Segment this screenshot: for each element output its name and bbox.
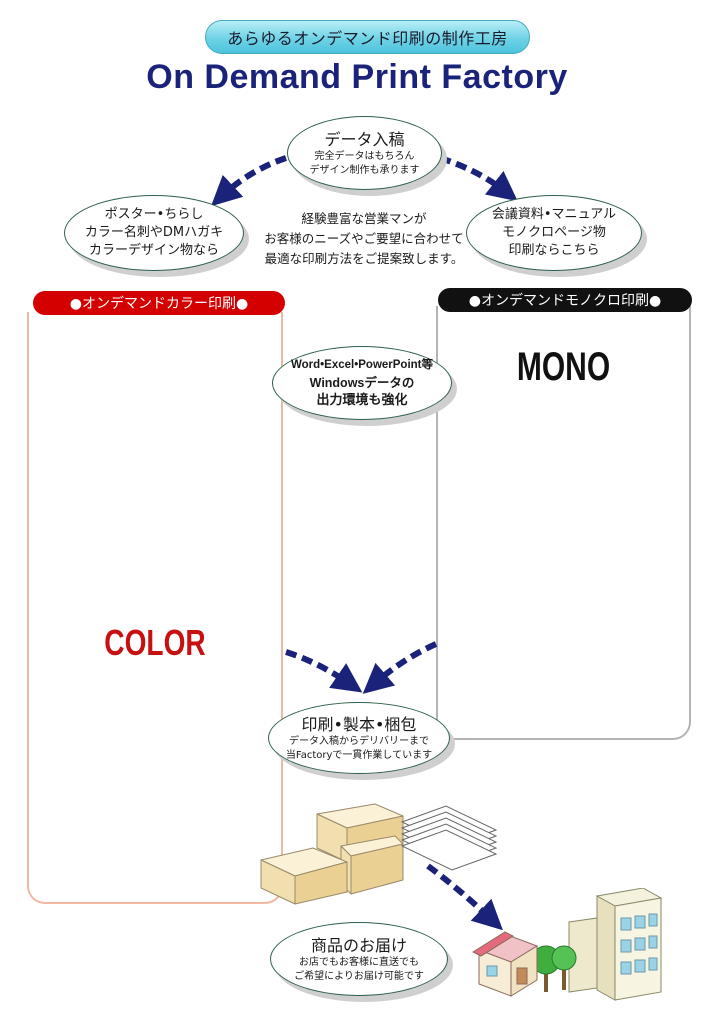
color-products-line-2: カラー名刺やDMハガキ: [84, 225, 224, 240]
sales-proposal-line-1: 経験豊富な営業マンが: [301, 211, 427, 226]
delivery-bubble: 商品のお届け お店でもお客様に直送でも ご希望によりお届け可能です: [270, 922, 448, 996]
mono-print-header: ●オンデマンドモノクロ印刷●: [438, 288, 692, 312]
delivery-title: 商品のお届け: [310, 935, 407, 955]
print-binding-line-2: 当Factoryで一貫作業しています: [285, 749, 433, 761]
color-label: COLOR: [104, 622, 206, 663]
package-boxes-icon: [260, 803, 404, 905]
print-binding-title: 印刷•製本•梱包: [301, 714, 417, 734]
print-binding-bubble: 印刷•製本•梱包 データ入稿からデリバリーまで 当Factoryで一貫作業してい…: [268, 702, 450, 774]
data-entry-title: データ入稿: [324, 129, 405, 149]
color-print-header-text: ●オンデマンドカラー印刷●: [69, 296, 249, 312]
paper-stack-icon: [400, 805, 498, 871]
data-entry-line-1: 完全データはもちろん: [314, 150, 415, 162]
color-print-header: ●オンデマンドカラー印刷●: [33, 291, 285, 315]
delivery-scene: [471, 888, 663, 1001]
windows-output-bubble: Word•Excel•PowerPoint等 Windowsデータの 出力環境も…: [272, 346, 452, 420]
arrow-to-right-bubble: [439, 155, 518, 202]
mono-print-panel: [436, 306, 691, 740]
delivery-line-1: お店でもお客様に直送でも: [299, 956, 419, 968]
windows-output-line-2: Windowsデータの: [309, 376, 415, 390]
tree-icon: [531, 945, 577, 992]
tagline-text: あらゆるオンデマンド印刷の制作工房: [227, 29, 508, 48]
data-entry-line-2: デザイン制作も承ります: [309, 164, 420, 176]
sales-proposal-line-2: お客様のニーズやご要望に合わせて: [264, 231, 464, 246]
sales-proposal-line-3: 最適な印刷方法をご提案致します。: [264, 251, 464, 266]
mono-products-bubble: 会議資料•マニュアル モノクロページ物 印刷ならこちら: [466, 195, 642, 271]
color-products-line-1: ポスター•ちらし: [104, 207, 204, 222]
data-entry-bubble: データ入稿 完全データはもちろん デザイン制作も承ります: [287, 116, 442, 190]
arrow-mono-to-print: [362, 641, 438, 694]
windows-output-line-3: 出力環境も強化: [316, 393, 408, 408]
sales-proposal-text: 経験豊富な営業マンが お客様のニーズやご要望に合わせて 最適な印刷方法をご提案致…: [244, 209, 484, 269]
mono-products-line-3: 印刷ならこちら: [508, 243, 600, 258]
mono-print-header-text: ●オンデマンドモノクロ印刷●: [468, 293, 662, 309]
windows-output-line-1: Word•Excel•PowerPoint等: [290, 359, 434, 371]
mono-products-line-1: 会議資料•マニュアル: [491, 207, 617, 222]
arrow-to-left-bubble: [211, 155, 287, 207]
mono-label: MONO: [516, 345, 611, 389]
delivery-line-2: ご希望によりお届け可能です: [294, 970, 424, 982]
arrow-color-to-print: [285, 649, 363, 693]
color-products-bubble: ポスター•ちらし カラー名刺やDMハガキ カラーデザイン物なら: [64, 195, 244, 271]
print-binding-line-1: データ入稿からデリバリーまで: [289, 735, 429, 747]
color-products-line-3: カラーデザイン物なら: [88, 243, 219, 258]
office-building-icon: [568, 888, 663, 1001]
mono-products-line-2: モノクロページ物: [502, 225, 606, 240]
page-title: On Demand Print Factory: [146, 58, 568, 96]
color-print-panel: [27, 312, 283, 904]
house-icon: [471, 931, 539, 997]
tagline-banner: あらゆるオンデマンド印刷の制作工房: [205, 20, 530, 54]
arrow-to-delivery: [426, 863, 503, 931]
